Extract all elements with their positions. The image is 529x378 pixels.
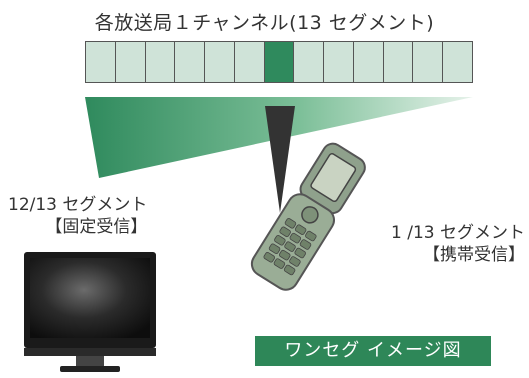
segment <box>383 42 414 82</box>
segment <box>145 42 176 82</box>
oneseg-signal-wedge <box>265 106 295 213</box>
mobile-reception-label: 1 /13 セグメント 【携帯受信】 <box>363 222 525 266</box>
mobile-segments-label: 1 /13 セグメント <box>391 223 525 243</box>
segment <box>86 42 116 82</box>
segment <box>234 42 265 82</box>
fixed-type-label: 【固定受信】 <box>45 217 148 237</box>
tv-icon <box>24 252 156 372</box>
segment <box>324 42 354 82</box>
segment <box>205 42 235 82</box>
segment-oneseg <box>264 42 295 82</box>
segment <box>443 42 472 82</box>
fixed-reception-label: 12/13 セグメント 【固定受信】 <box>8 194 147 238</box>
segment <box>294 42 325 82</box>
segment <box>353 42 384 82</box>
mobile-phone-icon <box>250 142 366 291</box>
segment <box>175 42 206 82</box>
diagram-caption: ワンセグ イメージ図 <box>255 336 491 366</box>
segment <box>115 42 146 82</box>
diagram-title: 各放送局１チャンネル(13 セグメント) <box>94 12 435 34</box>
fixed-segments-label: 12/13 セグメント <box>8 195 148 215</box>
segment-bar <box>85 41 473 83</box>
mobile-type-label: 【携帯受信】 <box>423 245 525 265</box>
segment <box>413 42 444 82</box>
